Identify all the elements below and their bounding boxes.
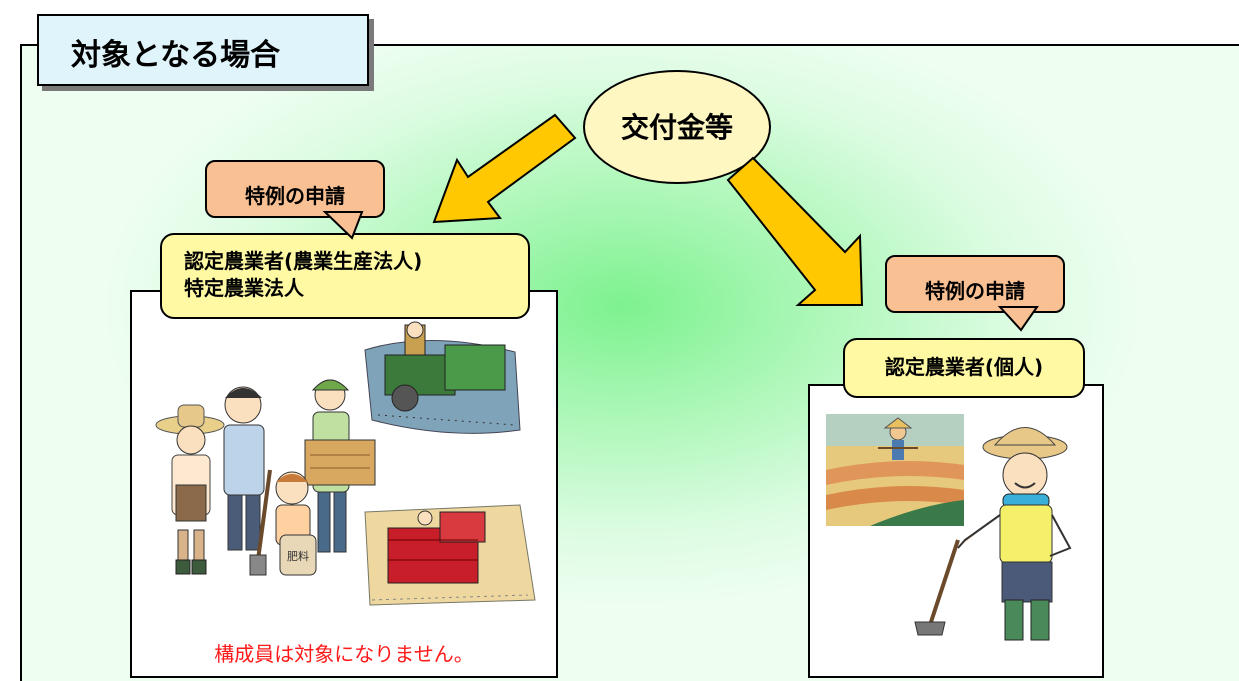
source-ellipse: 交付金等 bbox=[583, 70, 771, 184]
svg-text:肥料: 肥料 bbox=[287, 549, 309, 563]
right-callout-label: 特例の申請 bbox=[925, 279, 1025, 303]
harvester-image bbox=[364, 504, 536, 606]
page-title: 対象となる場合 bbox=[71, 38, 281, 73]
left-arrow bbox=[432, 113, 577, 224]
right-label-box: 認定農業者(個人) bbox=[843, 338, 1085, 398]
farmer-with-hoe-image bbox=[914, 427, 1072, 641]
rice-planter-image bbox=[364, 321, 521, 434]
right-label: 認定農業者(個人) bbox=[884, 355, 1044, 379]
left-callout-label: 特例の申請 bbox=[245, 184, 345, 208]
farmers-group-image: 肥料 bbox=[155, 379, 376, 576]
right-arrow bbox=[726, 156, 864, 306]
left-callout-tail bbox=[322, 211, 364, 240]
right-callout-tail bbox=[997, 306, 1039, 332]
left-label-line-2: 特定農業法人 bbox=[184, 276, 304, 300]
left-label-box: 認定農業者(農業生産法人) 特定農業法人 bbox=[160, 233, 530, 319]
title-tab: 対象となる場合 bbox=[37, 14, 369, 86]
scarecrow-field-image bbox=[826, 414, 964, 526]
notice-text: 構成員は対象になりません。 bbox=[214, 642, 474, 666]
source-label: 交付金等 bbox=[620, 111, 733, 144]
left-label-line-1: 認定農業者(農業生産法人) bbox=[184, 249, 423, 273]
left-callout: 特例の申請 bbox=[205, 160, 385, 218]
right-callout: 特例の申請 bbox=[885, 255, 1065, 313]
